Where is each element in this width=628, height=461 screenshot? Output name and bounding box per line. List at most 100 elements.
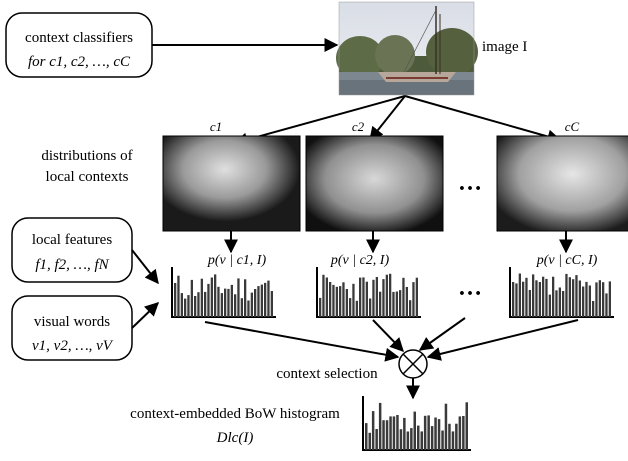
- words-arrow: [131, 302, 160, 329]
- histogram-bar: [399, 429, 403, 450]
- histogram-c1: [171, 267, 276, 318]
- histogram-bar: [368, 432, 371, 450]
- histogram-bar: [572, 279, 575, 317]
- histogram-bar: [532, 274, 535, 317]
- histogram-bar: [365, 281, 368, 317]
- histogram-bar: [392, 416, 396, 450]
- histogram-bar: [359, 277, 362, 317]
- histogram-bar: [535, 280, 538, 317]
- context-map-c2: [305, 135, 444, 232]
- histogram-bar: [362, 277, 365, 317]
- histogram-bar: [417, 425, 420, 450]
- histogram-bar: [194, 296, 197, 317]
- context-map-cC: [496, 135, 628, 232]
- features-arrow: [131, 249, 159, 285]
- histogram-bar: [220, 293, 223, 317]
- histogram-bar: [575, 275, 578, 317]
- histogram-bar: [240, 298, 243, 317]
- histogram-bar: [518, 273, 521, 317]
- histogram-bar: [230, 284, 233, 317]
- histogram-bar: [237, 278, 240, 317]
- image-to-cC-arrow: [404, 95, 562, 144]
- histogram-bar: [405, 287, 408, 317]
- histogram-bar: [254, 289, 257, 317]
- histogram-bar: [588, 285, 591, 317]
- histogram-bar: [244, 279, 247, 317]
- histogram-bar: [444, 403, 448, 450]
- bow-label-line1: context-embedded BoW histogram: [130, 406, 340, 422]
- histogram-bar: [197, 292, 200, 317]
- hist-ellipsis: …: [458, 275, 482, 301]
- histogram-bar: [451, 431, 455, 450]
- histogram-c2: [316, 267, 421, 318]
- histogram-bar: [257, 286, 260, 317]
- dist-label-c1: p(v | c1, I): [207, 253, 267, 268]
- histogram-bar: [385, 274, 388, 317]
- histogram-bar: [585, 281, 588, 317]
- histogram-bar: [412, 282, 415, 317]
- histogram-bar: [385, 420, 389, 450]
- histogram-bar: [177, 275, 180, 317]
- histogram-bar: [200, 278, 203, 317]
- histogram-bar: [217, 286, 220, 317]
- histogram-bar: [406, 431, 410, 450]
- histogram-bar: [441, 430, 444, 450]
- histogram-bar: [389, 273, 392, 317]
- histogram-bar: [325, 277, 328, 317]
- local-features-list: f1, f2, …, fN: [35, 257, 109, 273]
- image-label: image I: [482, 39, 527, 55]
- histogram-bar: [455, 423, 458, 450]
- histogram-bar: [345, 289, 348, 317]
- histogram-bar: [420, 431, 423, 450]
- histogram-bar: [545, 278, 548, 317]
- histogram-bar: [335, 286, 338, 317]
- histogram-bar: [430, 426, 434, 450]
- histogram-bar: [465, 402, 468, 450]
- histogram-bar: [365, 423, 368, 450]
- histogram-bar: [319, 297, 322, 317]
- histogram-bow: [362, 396, 471, 451]
- dist-label-cC: p(v | cC, I): [536, 253, 598, 268]
- histogram-bar: [565, 273, 568, 317]
- histogram-bar: [396, 415, 399, 450]
- context-classifiers-box: context classifiers for c1, c2, …, cC: [5, 12, 153, 78]
- histogram-bar: [578, 280, 581, 317]
- histogram-bar: [522, 281, 525, 317]
- histogram-bar: [434, 417, 437, 450]
- histogram-bar: [214, 274, 217, 317]
- histogram-bar: [525, 277, 528, 317]
- ellipsis-to-selection-arrow: [418, 317, 466, 351]
- histogram-bar: [462, 416, 465, 450]
- visual-words-title: visual words: [34, 314, 110, 330]
- histogram-bar: [379, 291, 382, 317]
- histogram-bar: [369, 298, 372, 317]
- histogram-bar: [339, 286, 342, 317]
- histogram-bar: [552, 276, 555, 317]
- distC-to-selection-arrow: [426, 319, 579, 361]
- histogram-bar: [234, 294, 237, 317]
- histogram-bar: [512, 282, 515, 317]
- local-features-title: local features: [32, 232, 113, 248]
- histogram-bar: [342, 282, 345, 317]
- histogram-bar: [402, 277, 405, 317]
- image-to-c2-arrow: [369, 95, 406, 142]
- histogram-bar: [382, 279, 385, 317]
- histogram-bar: [190, 279, 193, 317]
- histogram-bar: [247, 300, 250, 317]
- maps-ellipsis: …: [458, 170, 482, 196]
- histogram-bar: [349, 298, 352, 317]
- histogram-bar: [382, 420, 385, 450]
- context-label-c1: c1: [210, 119, 222, 134]
- context-selection-operator: [398, 349, 428, 379]
- local-features-box: local features f1, f2, …, fN: [11, 217, 133, 283]
- histogram-bar: [458, 416, 462, 450]
- histogram-bar: [427, 415, 430, 450]
- histogram-bar: [322, 274, 325, 317]
- histogram-bar: [227, 288, 230, 317]
- context-map-c1: [162, 135, 301, 232]
- histogram-bar: [329, 282, 332, 317]
- histogram-bar: [392, 291, 395, 317]
- histogram-bar: [210, 277, 213, 317]
- histogram-bar: [608, 281, 611, 317]
- histogram-bar: [180, 293, 183, 317]
